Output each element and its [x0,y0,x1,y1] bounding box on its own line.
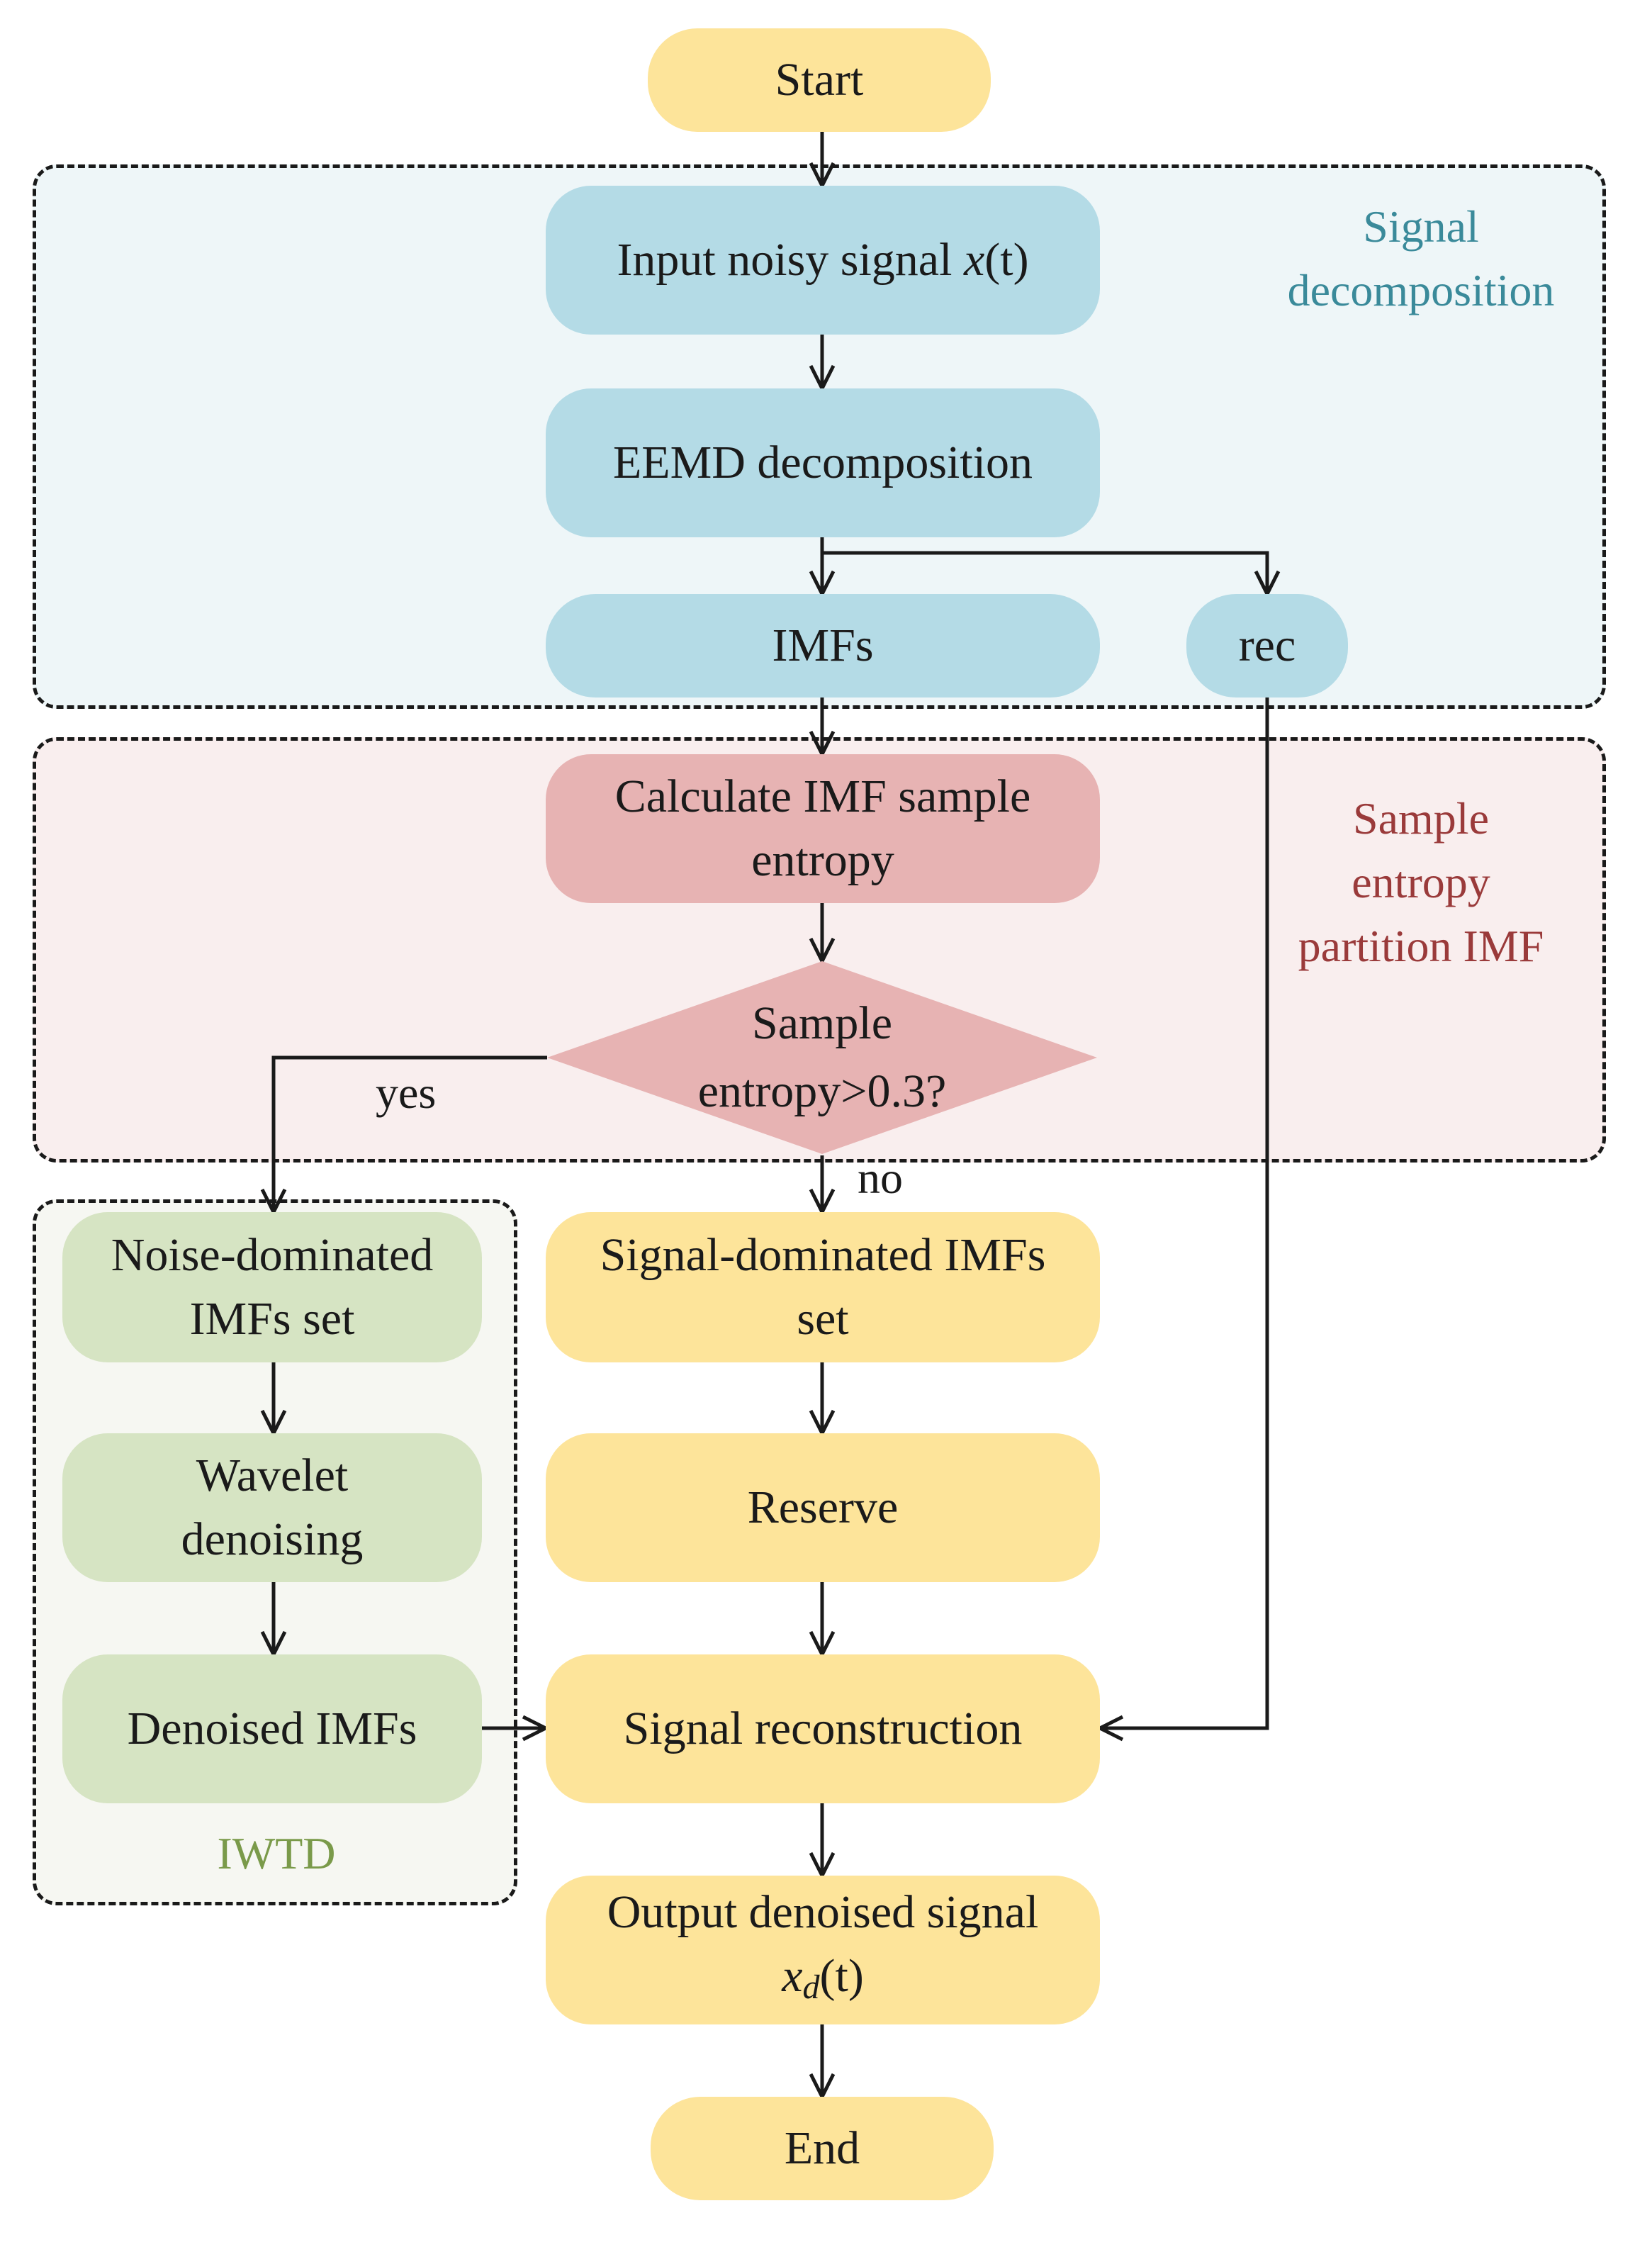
eemd-decomposition-node: EEMD decomposition [546,388,1100,537]
edge-label-no: no [858,1153,903,1203]
output-denoised-formula: xd(t) [782,1944,864,2019]
input-signal-node: Input noisy signal x(t) [546,186,1100,335]
edge-decision-yes [274,1055,547,1212]
start-node: Start [648,28,991,132]
output-subscript: d [802,1968,820,2006]
input-signal-variable: x [963,234,985,286]
calculate-entropy-node: Calculate IMF sample entropy [546,754,1100,903]
output-variable: x [782,1950,803,2002]
edge-rec-to-reconstruction [1100,698,1269,1728]
output-denoised-node: Output denoised signal xd(t) [546,1876,1100,2024]
group-label-signal-decomposition: Signal decomposition [1287,201,1555,315]
end-node: End [651,2097,994,2200]
output-argument: (t) [819,1950,864,2002]
signal-dominated-set-node: Signal-dominated IMFs set [546,1212,1100,1362]
noise-dominated-set-node: Noise-dominated IMFs set [62,1212,482,1362]
rec-node: rec [1186,594,1348,698]
reserve-node: Reserve [546,1433,1100,1582]
edge-label-yes: yes [376,1068,437,1118]
signal-reconstruction-node: Signal reconstruction [546,1654,1100,1803]
group-label-iwtd: IWTD [217,1828,336,1878]
denoised-imfs-node: Denoised IMFs [62,1654,482,1803]
edge-eemd-to-rec [822,551,1267,594]
decision-diamond [547,961,1097,1154]
imfs-node: IMFs [546,594,1100,698]
group-label-sample-entropy: Sample entropy partition IMF [1298,793,1544,971]
input-signal-argument: (t) [984,234,1029,286]
decision-text: Sample entropy>0.3? [697,997,947,1117]
wavelet-denoising-node: Wavelet denoising [62,1433,482,1582]
input-signal-text: Input noisy signal [617,234,964,286]
output-denoised-text: Output denoised signal [607,1886,1039,1938]
